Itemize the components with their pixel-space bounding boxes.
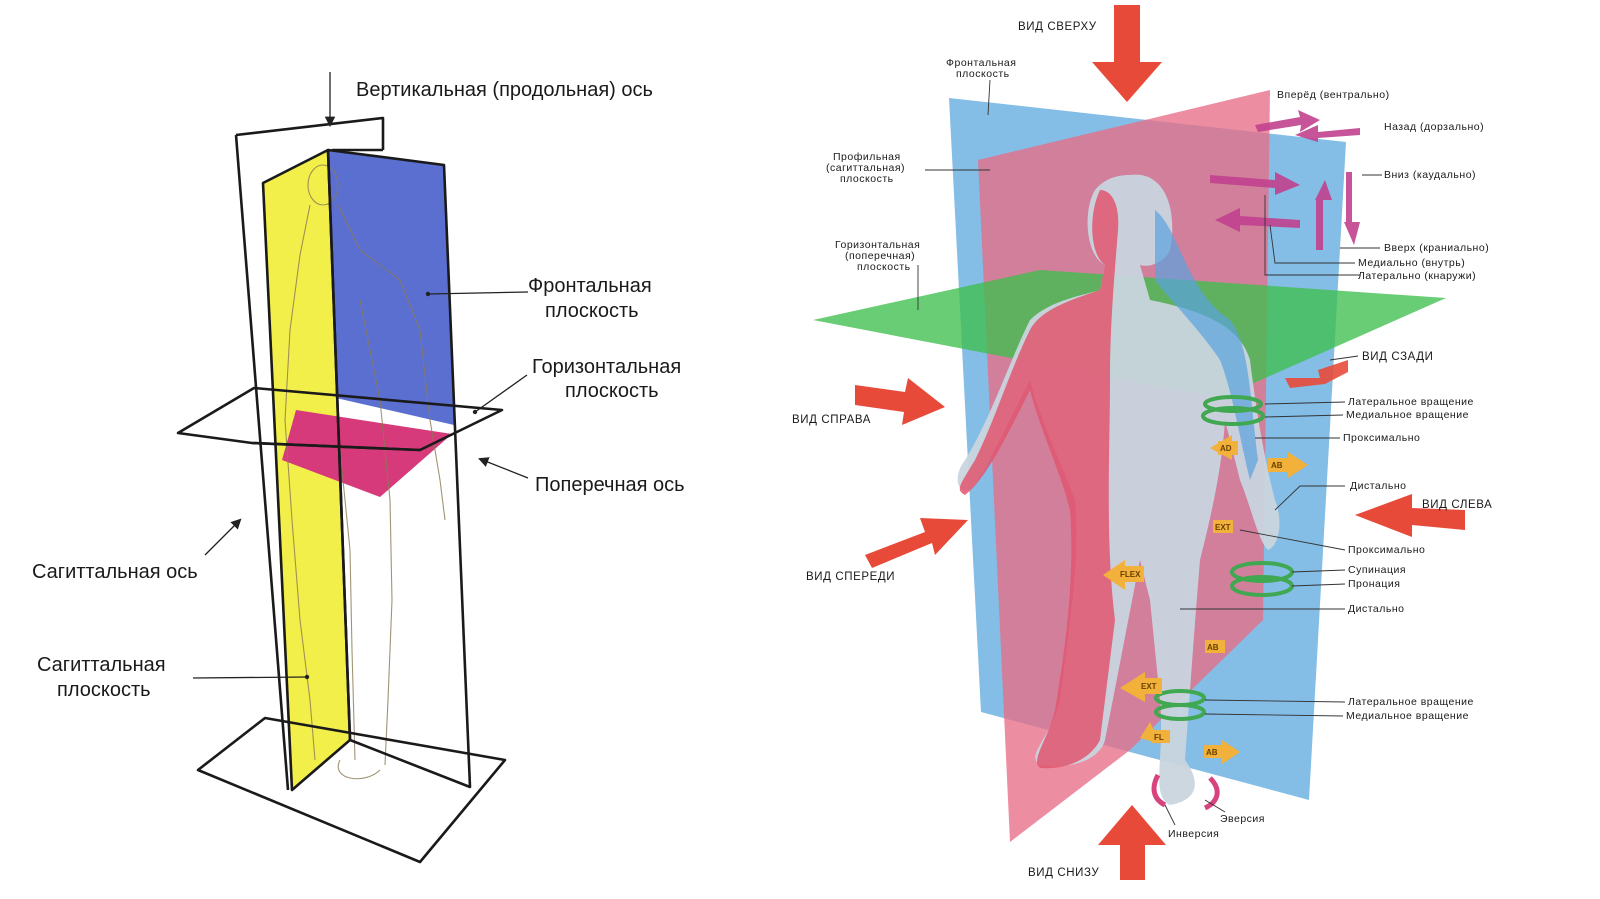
direction-arrows bbox=[1210, 110, 1360, 250]
arrow-view-front bbox=[865, 518, 968, 568]
label-profile-plane-1: Профильная bbox=[833, 151, 901, 163]
arrow-view-top bbox=[1092, 5, 1162, 102]
tag-ext-1: EXT bbox=[1213, 520, 1233, 533]
tag-ext-2: EXT bbox=[1120, 672, 1162, 702]
frontal-plane-blue bbox=[328, 150, 454, 425]
label-profile-plane-2: (сагиттальная) bbox=[826, 162, 905, 174]
label-proximal-2: Проксимально bbox=[1348, 544, 1425, 556]
horizontal-plane-label-1: Горизонтальная bbox=[532, 356, 681, 378]
svg-text:EXT: EXT bbox=[1215, 523, 1231, 532]
sagittal-plane-leader bbox=[192, 676, 308, 679]
svg-text:FLEX: FLEX bbox=[1120, 570, 1141, 579]
label-view-back: ВИД СЗАДИ bbox=[1362, 351, 1434, 363]
label-distal-1: Дистально bbox=[1350, 480, 1407, 492]
arrow-forward bbox=[1255, 110, 1320, 132]
tag-fl-2: FL bbox=[1140, 722, 1170, 744]
label-forward: Вперёд (вентрально) bbox=[1277, 89, 1390, 101]
arrow-view-left bbox=[1355, 494, 1465, 537]
arrow-medial bbox=[1210, 172, 1300, 195]
left-frame bbox=[176, 116, 507, 864]
human-figure bbox=[957, 174, 1280, 806]
arrow-view-bottom bbox=[1098, 805, 1166, 880]
sagittal-plane-label-2: плоскость bbox=[57, 679, 151, 701]
label-view-right: ВИД СПРАВА bbox=[792, 414, 871, 426]
tag-ad-1: AD bbox=[1210, 435, 1238, 460]
label-eversion: Эверсия bbox=[1220, 813, 1265, 825]
label-horizontal-plane-3: плоскость bbox=[857, 261, 911, 273]
sagittal-plane-label-1: Сагиттальная bbox=[37, 654, 166, 676]
label-medial-rotation-1: Медиальное вращение bbox=[1346, 409, 1469, 421]
label-lateral: Латерально (кнаружи) bbox=[1358, 270, 1476, 282]
tag-ab-2: AB bbox=[1205, 640, 1225, 653]
tag-flex-1: FLEX bbox=[1103, 560, 1144, 590]
label-horizontal-plane-1: Горизонтальная bbox=[835, 239, 920, 251]
label-medial-rotation-2: Медиальное вращение bbox=[1346, 710, 1469, 722]
label-backward: Назад (дорзально) bbox=[1384, 121, 1484, 133]
label-view-front: ВИД СПЕРЕДИ bbox=[806, 571, 895, 583]
label-profile-plane-3: плоскость bbox=[840, 173, 894, 185]
svg-text:EXT: EXT bbox=[1141, 682, 1157, 691]
frontal-plane-leader bbox=[427, 291, 529, 295]
tag-ab-1: AB bbox=[1268, 452, 1308, 478]
label-lateral-rotation-2: Латеральное вращение bbox=[1348, 696, 1474, 708]
horizontal-plane-magenta bbox=[282, 410, 452, 497]
arrow-backward bbox=[1295, 125, 1360, 142]
horizontal-plane-leader bbox=[474, 374, 528, 413]
arrow-lateral bbox=[1215, 208, 1300, 232]
arrow-up bbox=[1315, 180, 1332, 250]
label-view-top: ВИД СВЕРХУ bbox=[1018, 21, 1097, 33]
label-frontal-plane-2: плоскость bbox=[956, 68, 1010, 80]
label-inversion: Инверсия bbox=[1168, 828, 1219, 840]
label-proximal-1: Проксимально bbox=[1343, 432, 1420, 444]
transverse-axis-label: Поперечная ось bbox=[535, 474, 685, 496]
arrow-down bbox=[1344, 172, 1360, 245]
svg-text:AB: AB bbox=[1271, 461, 1283, 470]
label-lateral-rotation-1: Латеральное вращение bbox=[1348, 396, 1474, 408]
frontal-plane-label-1: Фронтальная bbox=[528, 275, 652, 297]
arrow-view-right bbox=[855, 378, 945, 425]
left-diagram: Вертикальная (продольная) ось Фронтальна… bbox=[32, 72, 685, 864]
horizontal-plane-label-2: плоскость bbox=[565, 380, 659, 402]
label-down: Вниз (каудально) bbox=[1384, 169, 1476, 181]
label-pronation: Пронация bbox=[1348, 578, 1400, 590]
sagittal-axis-arrow bbox=[204, 518, 242, 556]
label-frontal-plane-1: Фронтальная bbox=[946, 57, 1016, 69]
vertical-axis-label: Вертикальная (продольная) ось bbox=[356, 79, 653, 101]
view-arrows bbox=[855, 5, 1465, 880]
transverse-axis-arrow bbox=[478, 457, 529, 479]
right-diagram: AD AB EXT FLEX AB EXT FL AB bbox=[792, 5, 1492, 880]
label-up: Вверх (краниально) bbox=[1384, 242, 1489, 254]
sagittal-axis-label: Сагиттальная ось bbox=[32, 561, 198, 583]
label-distal-2: Дистально bbox=[1348, 603, 1405, 615]
svg-text:AD: AD bbox=[1220, 444, 1232, 453]
label-medial: Медиально (внутрь) bbox=[1358, 257, 1465, 269]
ankle-arcs bbox=[1151, 773, 1220, 811]
label-supination: Супинация bbox=[1348, 564, 1406, 576]
label-view-bottom: ВИД СНИЗУ bbox=[1028, 867, 1099, 879]
arrow-view-back bbox=[1285, 360, 1348, 388]
tag-ab-3: AB bbox=[1204, 740, 1240, 764]
right-leaders bbox=[917, 79, 1382, 826]
label-horizontal-plane-2: (поперечная) bbox=[845, 250, 915, 262]
svg-text:FL: FL bbox=[1154, 733, 1164, 742]
svg-text:AB: AB bbox=[1206, 748, 1218, 757]
label-view-left: ВИД СЛЕВА bbox=[1422, 499, 1492, 511]
svg-text:AB: AB bbox=[1207, 643, 1219, 652]
movement-tags: AD AB EXT FLEX AB EXT FL AB bbox=[1103, 435, 1308, 764]
frontal-plane-label-2: плоскость bbox=[545, 300, 639, 322]
human-body-outline bbox=[284, 164, 446, 780]
